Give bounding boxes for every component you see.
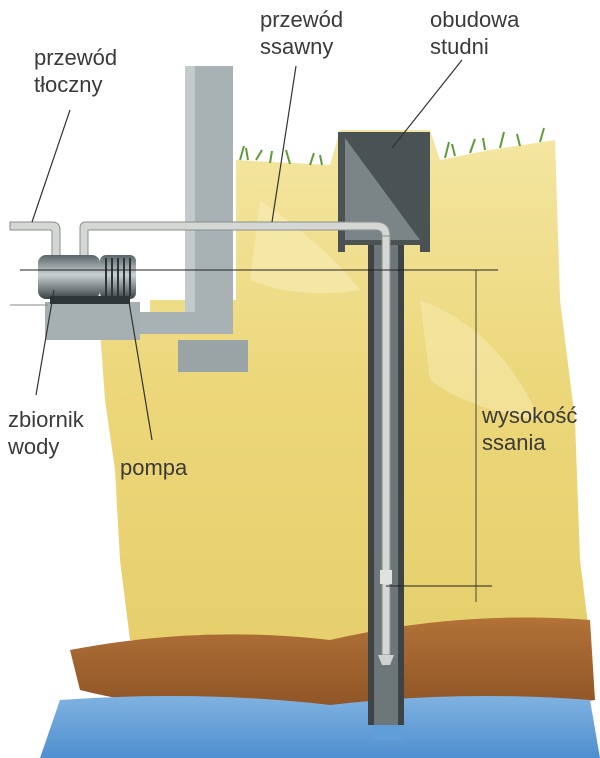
label-pump-line1: pompa (120, 455, 188, 480)
label-suction-pipe-line1: przewód (260, 7, 344, 32)
label-water-tank-line2: wody (8, 434, 60, 459)
label-well-casing-line1: obudowa (430, 7, 520, 32)
grass (239, 127, 545, 166)
label-water-tank-line1: zbiornik (8, 407, 84, 432)
pump-pedestal (45, 302, 140, 340)
suction-pipe-horizontal (79, 221, 391, 259)
label-well-casing: obudowa studni (430, 6, 519, 60)
leader-water-tank (35, 289, 55, 396)
clay-layer (70, 617, 595, 712)
wall-footing (178, 340, 248, 372)
label-suction-height-line1: wysokość (482, 403, 578, 428)
leader-suction-pipe (271, 65, 297, 223)
suction-pipe-check (380, 570, 392, 584)
suction-pipe-foot (378, 655, 394, 665)
basement-floor (140, 312, 233, 334)
well-casing-face (345, 138, 420, 240)
pump-feet (50, 296, 130, 304)
label-suction-pipe-line2: ssawny (260, 34, 334, 59)
water-tank-body (38, 255, 100, 299)
house-wall-shade (185, 66, 195, 312)
leader-pump (127, 295, 153, 441)
suction-pipe-vertical (381, 234, 391, 656)
leader-discharge-pipe (31, 109, 71, 223)
leader-well-casing (391, 59, 463, 149)
label-water-tank: zbiornik wody (8, 406, 84, 460)
label-discharge-pipe-line2: tłoczny (34, 72, 103, 97)
label-suction-pipe: przewód ssawny (260, 6, 343, 60)
label-discharge-pipe: przewód tłoczny (34, 44, 117, 98)
leader-lines (31, 59, 463, 441)
pump-motor-fins (105, 258, 131, 296)
groundwater-layer (40, 696, 600, 758)
label-suction-height: wysokość ssania (482, 402, 577, 456)
label-pump: pompa (120, 454, 187, 481)
soil-layer (100, 130, 590, 640)
discharge-pipe (9, 221, 61, 259)
soil-highlight (420, 300, 540, 420)
label-suction-height-line2: ssania (482, 430, 546, 455)
label-well-casing-line2: studni (430, 34, 489, 59)
label-discharge-pipe-line1: przewód (34, 45, 118, 70)
